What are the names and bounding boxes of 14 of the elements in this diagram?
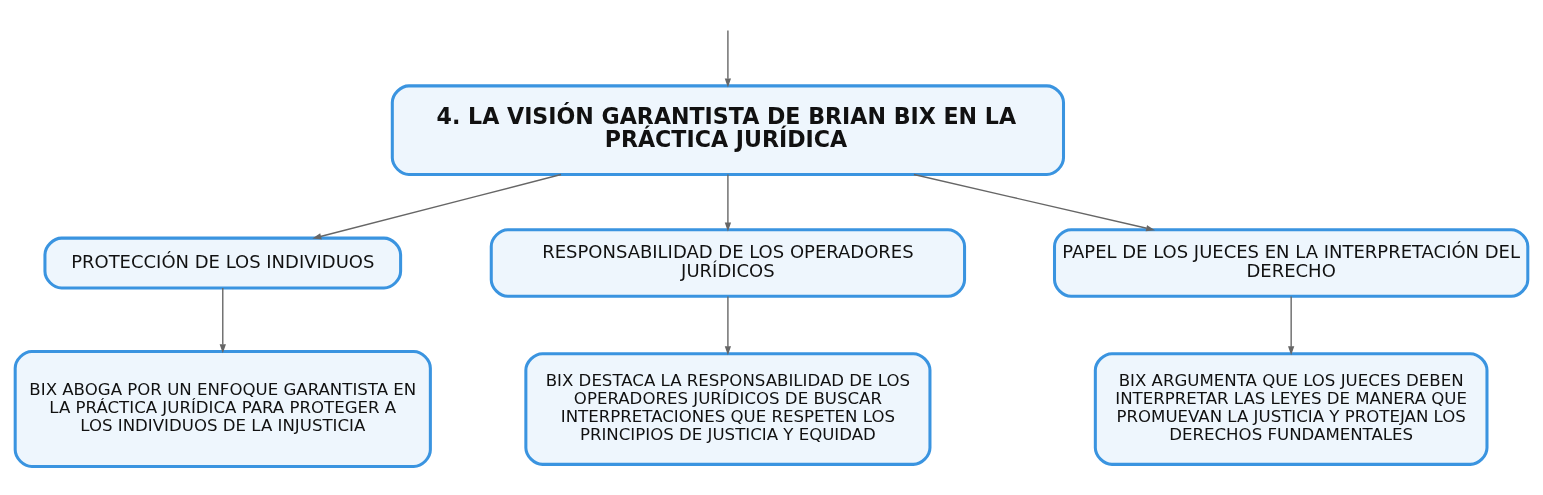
node-box: PAPEL DE LOS JUECES EN LA INTERPRETACIÓN DEL DERECHO — [1053, 227, 1530, 298]
arrow — [913, 173, 1156, 231]
node-box: 4. LA VISIÓN GARANTISTA DE BRIAN BIX EN LA PRÁCTICA JURÍDICA — [390, 83, 1066, 176]
arrow — [724, 29, 732, 87]
node-box: BIX DESTACA LA RESPONSABILIDAD DE LOS OPERADORES JURÍDICOS DE BUSCAR INTERPRETACIONES QUE RESPETEN LOS PRINCIPIOS DE JUSTICIA Y EQUIDAD — [524, 351, 932, 466]
arrow — [724, 173, 732, 232]
node-box: BIX ABOGA POR UN ENFOQUE GARANTISTA EN LA PRÁCTICA JURÍDICA PARA PROTEGER A LOS INDIVIDUOS DE LA INJUSTICIA — [13, 349, 432, 468]
arrow — [219, 286, 226, 353]
node-box: RESPONSABILIDAD DE LOS OPERADORES JURÍDICOS — [489, 227, 967, 298]
arrow — [724, 295, 732, 355]
node-box: BIX ARGUMENTA QUE LOS JUECES DEBEN INTERPRETAR LAS LEYES DE MANERA QUE PROMUEVAN LA JUSTICIA Y PROTEJAN LOS DERECHOS FUNDAMENTALES — [1093, 351, 1489, 466]
node-box: PROTECCIÓN DE LOS INDIVIDUOS — [43, 236, 403, 289]
arrow — [1288, 295, 1295, 355]
arrow — [312, 173, 562, 239]
